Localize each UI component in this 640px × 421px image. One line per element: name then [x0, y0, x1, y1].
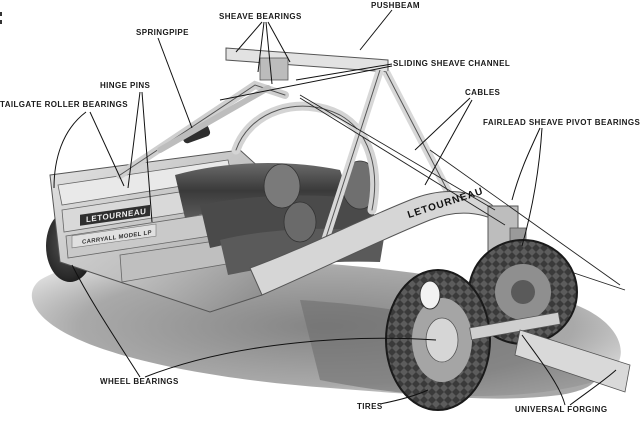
- label-tires: TIRES: [357, 402, 383, 411]
- arch-frame: [116, 80, 380, 215]
- label-hinge-pins: HINGE PINS: [100, 81, 151, 90]
- label-tailgate-roller-bearings: TAILGATE ROLLER BEARINGS: [0, 100, 128, 109]
- label-cables: CABLES: [465, 88, 501, 97]
- label-springpipe: SPRINGPIPE: [136, 28, 189, 37]
- label-sliding-sheave-channel: SLIDING SHEAVE CHANNEL: [393, 59, 511, 68]
- front-axle: [469, 311, 631, 393]
- scraper-bowl: [49, 124, 385, 313]
- label-sheave-bearings: SHEAVE BEARINGS: [219, 12, 302, 21]
- front-left-wheel: [385, 269, 491, 411]
- label-pushbeam: PUSHBEAM: [371, 1, 420, 10]
- label-wheel-bearings: WHEEL BEARINGS: [100, 377, 179, 386]
- label-universal-forging: UNIVERSAL FORGING: [515, 405, 608, 414]
- pushbeam: [225, 47, 459, 252]
- label-fairlead-sheave-pivot-bearings: FAIRLEAD SHEAVE PIVOT BEARINGS: [483, 118, 640, 127]
- edge-marks: [0, 12, 2, 24]
- leader-lines: [53, 9, 617, 406]
